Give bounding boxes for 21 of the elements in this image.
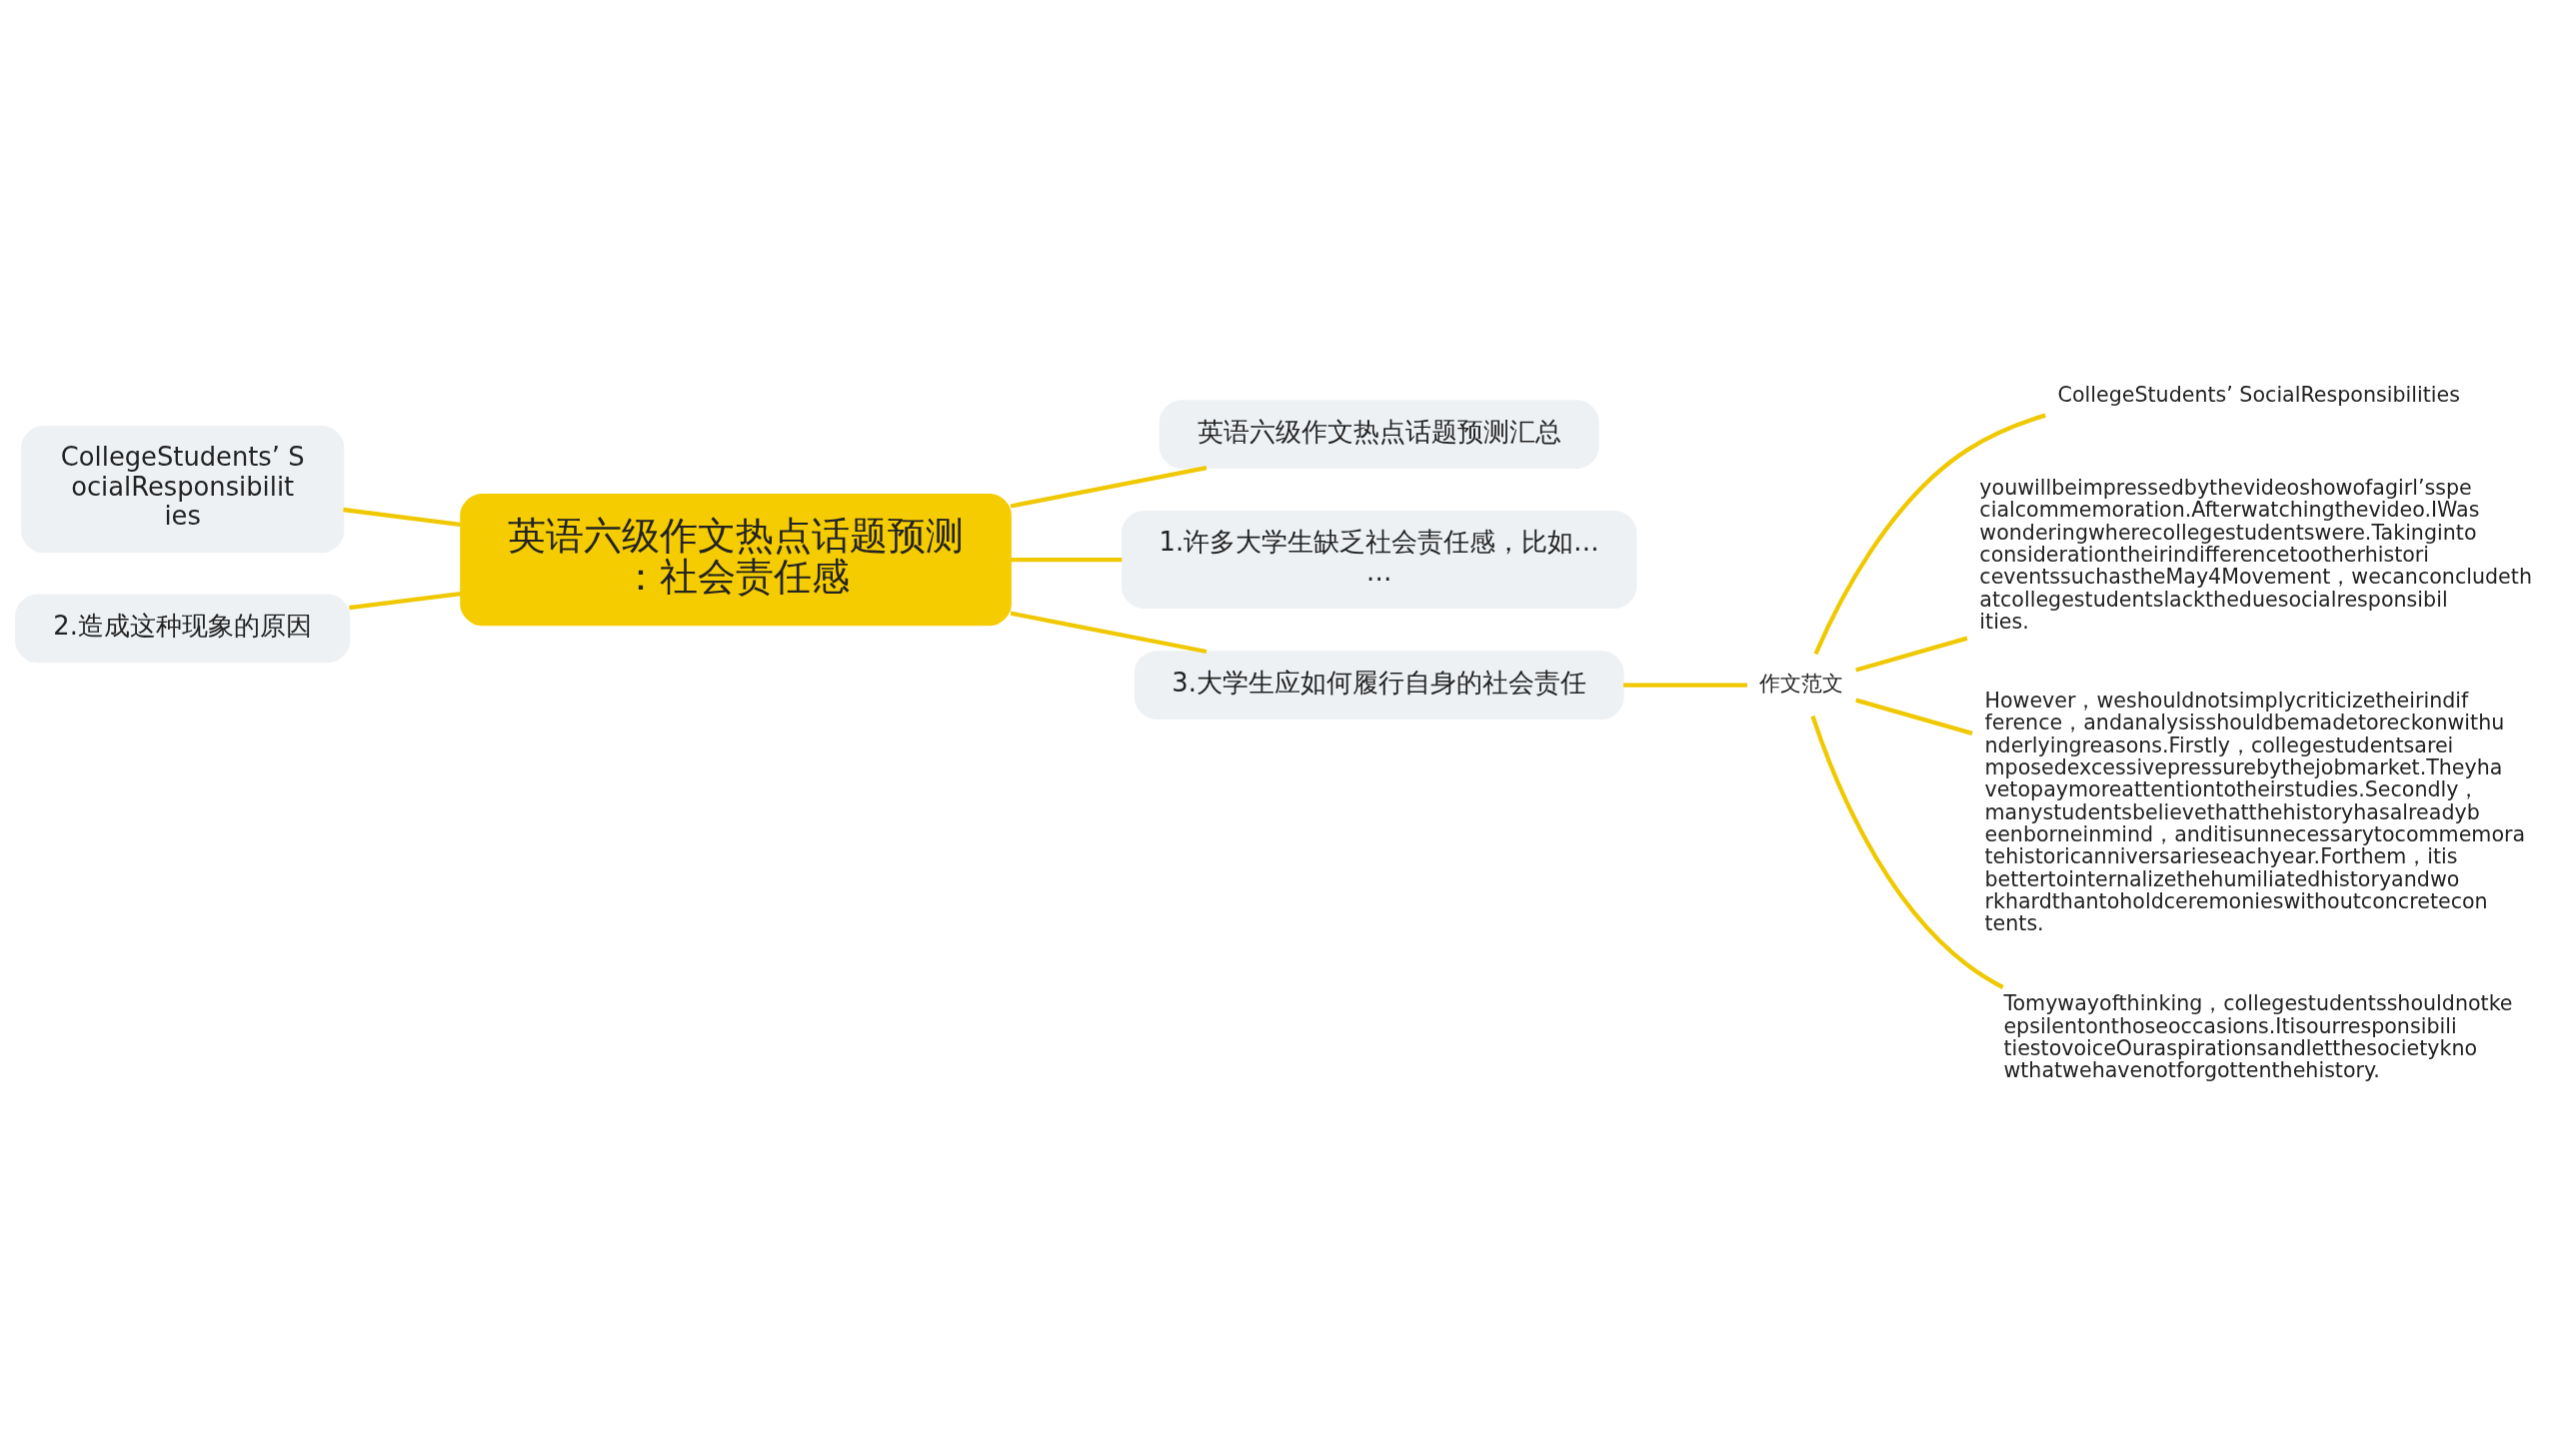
connector	[1011, 557, 1123, 563]
node-box: 1.许多大学生缺乏社会责任感，比如……	[1121, 511, 1637, 610]
connector	[1810, 715, 2004, 989]
connector	[1623, 683, 1747, 688]
node-box: 3.大学生应如何履行自身的社会责任	[1134, 651, 1624, 720]
connector	[1813, 413, 2046, 656]
connector	[1010, 466, 1208, 509]
node-box: 英语六级作文热点话题预测：社会责任感	[460, 493, 1012, 627]
node-text: CollegeStudents’ SocialResponsibilities	[2057, 383, 2461, 408]
connector	[343, 507, 461, 528]
node-text: However，weshouldnotsimplycriticizetheirindifference，andanalysisshouldbemadetoreckonwithunderlyingreasons.Firstly，collegestudentsareimposedexcessivepressurebythejobmarket.Theyhavetopaymoreattentiontotheirstudies.Secondly，manystudentsbelievethatthehistoryhasalreadybeenborneinmind，anditisunnecessarytocommemoratehistoricanniversarieseachyear.Forthem，itisbettertointernalizethehumiliatedhistoryandworkhardthantoholdceremonieswithoutconcretecontents.	[1984, 689, 2526, 936]
connector	[1010, 611, 1208, 655]
node-box: CollegeStudents’ SocialResponsibilities	[21, 426, 345, 554]
node-text: youwillbeimpressedbythevideoshowofagirl’sspecialcommemoration.Afterwatchingthevideo.IWaswonderingwherecollegestudentswere.TakingintoconsiderationtheirindifferencetootherhistoriceventssuchastheMay4Movement，wecanconcludethatcollegestudentslacktheduesocialresponsibilities.	[1979, 475, 2532, 634]
node-box: 2.造成这种现象的原因	[15, 594, 351, 664]
node-box: 英语六级作文热点话题预测汇总	[1159, 400, 1599, 469]
node-text: Tomywayofthinking，collegestudentsshouldnotkeepsilentonthoseoccasions.ItisourresponsibilitiestovoiceOuraspirationsandletthesocietyknowthatwehavenotforgottenthehistory.	[2003, 991, 2513, 1083]
connector	[349, 592, 462, 611]
node-text: 作文范文	[1759, 671, 1844, 696]
connector	[1855, 636, 1968, 673]
connector	[1855, 698, 1973, 735]
